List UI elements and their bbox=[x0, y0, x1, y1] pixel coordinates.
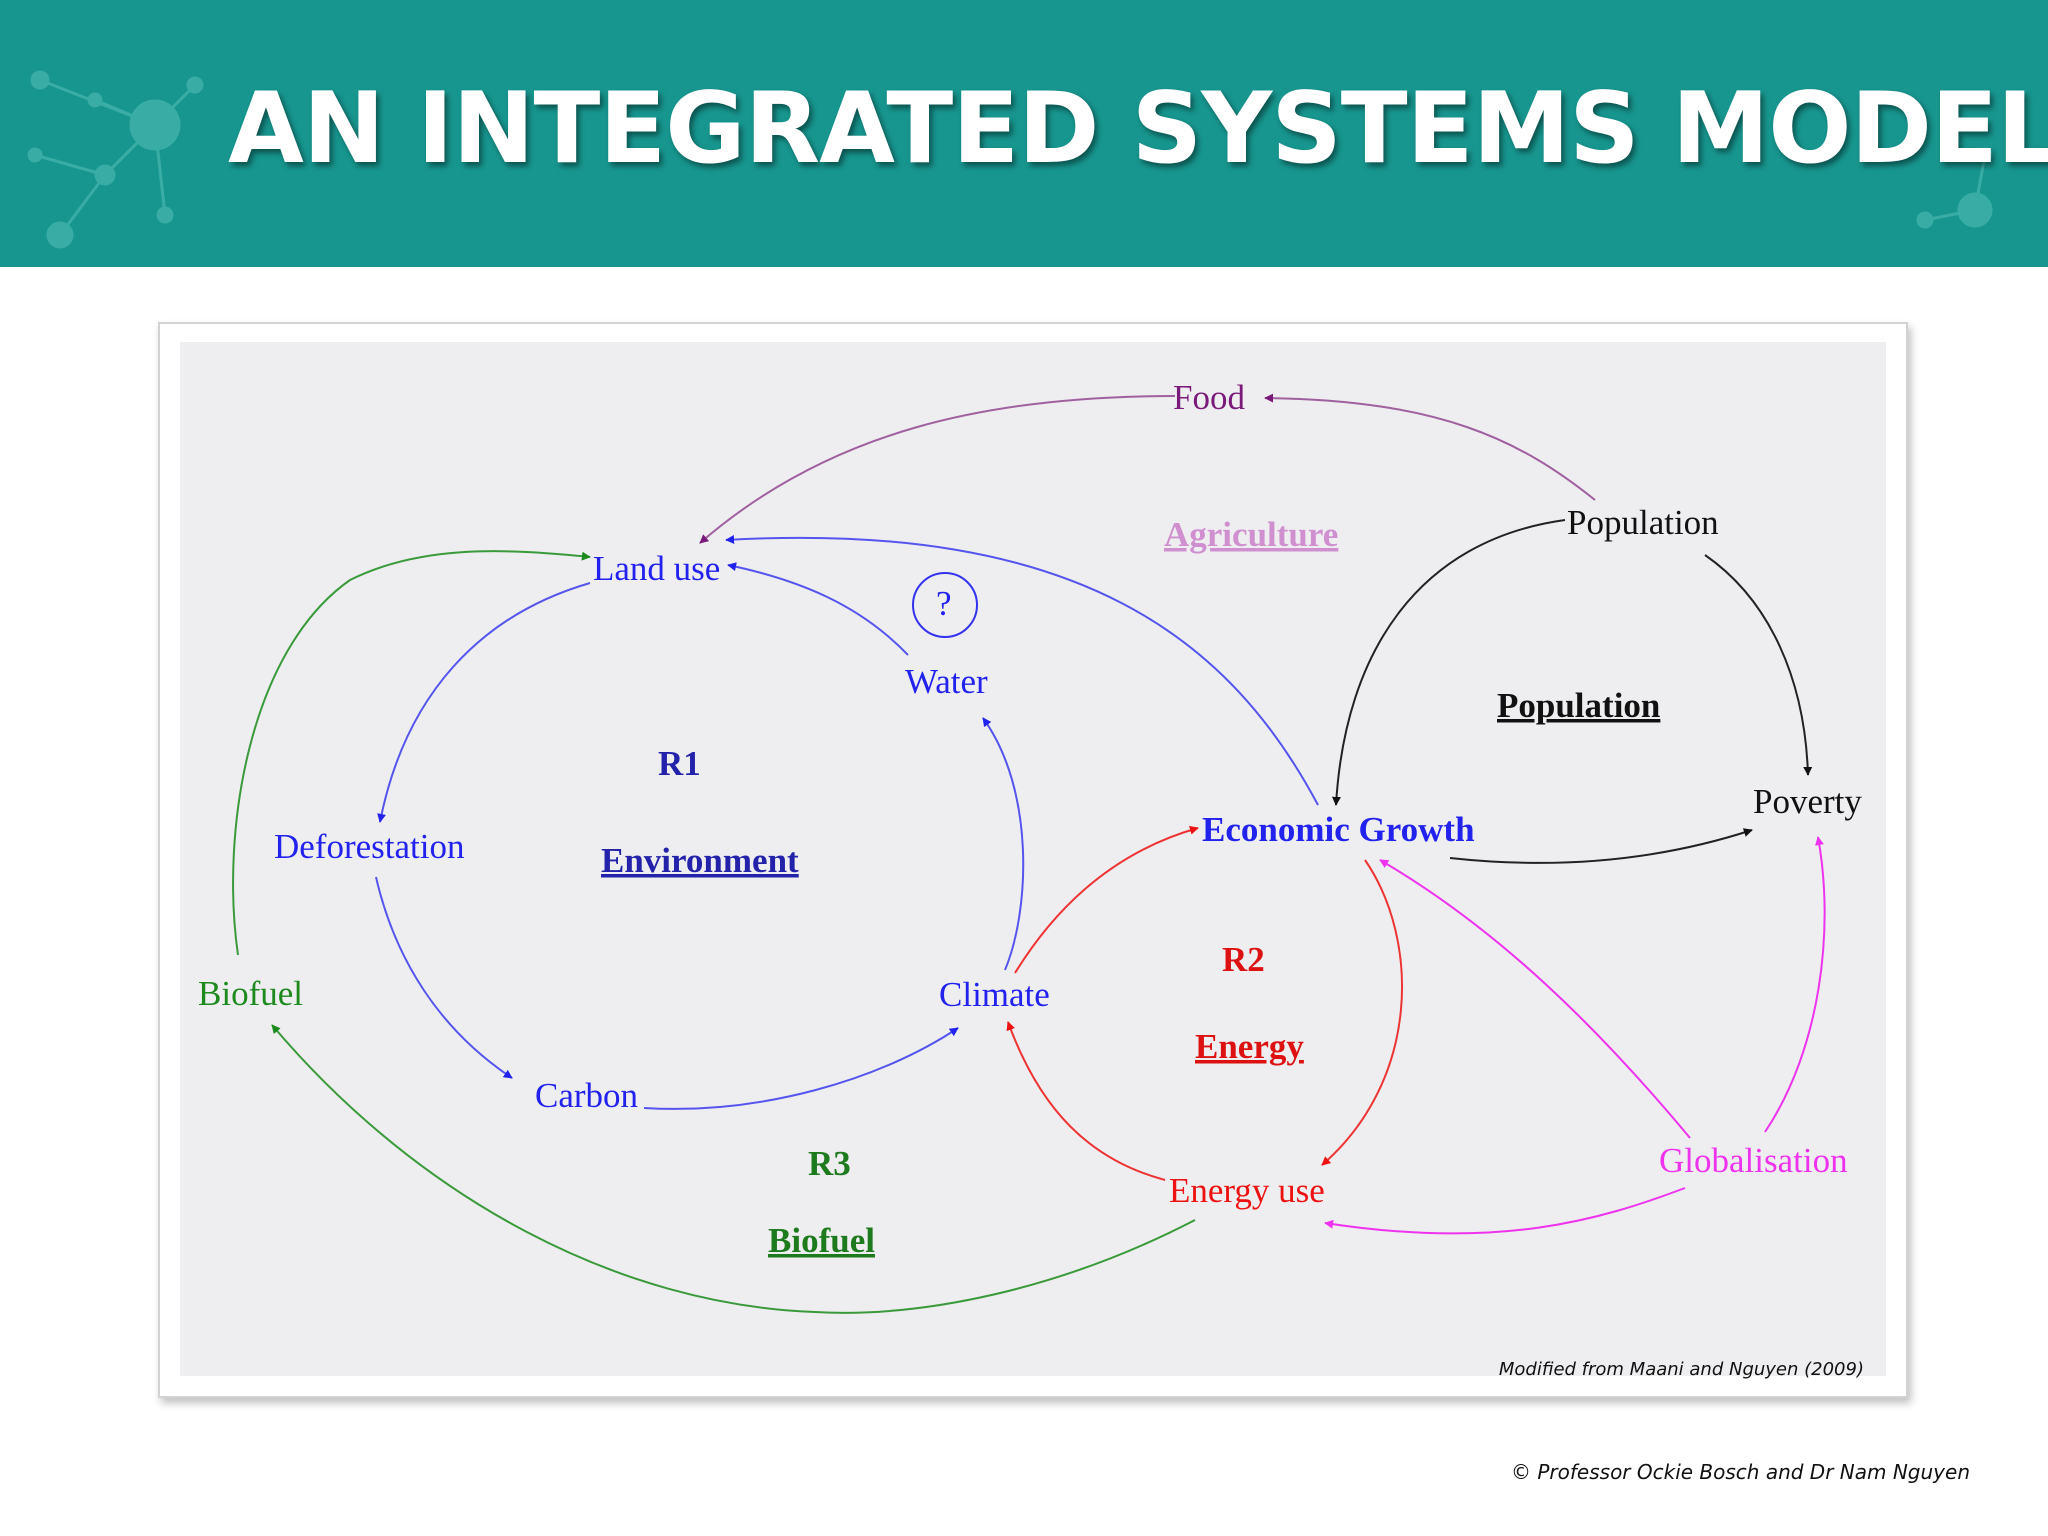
arrow-biofuel-land-use bbox=[232, 550, 591, 956]
node-biofuel: Biofuel bbox=[198, 974, 303, 1013]
question-circle bbox=[912, 572, 978, 638]
arrow-population-poverty bbox=[1704, 554, 1813, 776]
loop-r3-name: Biofuel bbox=[768, 1221, 875, 1260]
node-population: Population bbox=[1567, 503, 1719, 542]
slide-title: AN INTEGRATED SYSTEMS MODEL bbox=[228, 72, 2048, 186]
node-climate: Climate bbox=[939, 975, 1050, 1014]
arrow-climate-economic-growth bbox=[1014, 825, 1199, 974]
arrow-deforestation-carbon bbox=[375, 876, 513, 1079]
diagram-panel bbox=[180, 342, 1886, 1376]
citation: Modified from Maani and Nguyen (2009) bbox=[1498, 1359, 1864, 1380]
node-question: ? bbox=[936, 584, 952, 623]
arrow-energy-use-biofuel bbox=[271, 1024, 1196, 1314]
node-economic-growth: Economic Growth bbox=[1202, 810, 1475, 849]
arrow-food-land-use bbox=[699, 395, 1176, 544]
arrow-population-food bbox=[1264, 393, 1596, 501]
copyright: © Professor Ockie Bosch and Dr Nam Nguye… bbox=[1511, 1460, 1970, 1484]
loop-population-name: Population bbox=[1497, 686, 1660, 725]
node-poverty: Poverty bbox=[1753, 782, 1862, 821]
arrow-globalisation-energy-use bbox=[1324, 1187, 1686, 1235]
node-carbon: Carbon bbox=[535, 1076, 638, 1115]
arrow-globalisation-poverty bbox=[1764, 836, 1826, 1133]
node-deforestation: Deforestation bbox=[274, 827, 464, 866]
arrow-water-land-use bbox=[727, 562, 909, 656]
arrow-economic-growth-land-use bbox=[725, 535, 1319, 806]
arrow-globalisation-economic-growth bbox=[1379, 859, 1691, 1139]
loop-agriculture-name: Agriculture bbox=[1164, 515, 1338, 554]
loop-r3-id: R3 bbox=[808, 1144, 851, 1183]
loop-r1-id: R1 bbox=[658, 744, 701, 783]
node-energy-use: Energy use bbox=[1169, 1171, 1325, 1210]
arrow-economic-growth-energy-use bbox=[1321, 859, 1403, 1166]
network-icon bbox=[27, 70, 1993, 249]
node-food: Food bbox=[1173, 378, 1245, 417]
arrow-energy-use-climate bbox=[1006, 1021, 1166, 1181]
arrow-climate-water bbox=[982, 717, 1025, 971]
arrow-population-economic-growth bbox=[1331, 519, 1566, 806]
arrow-economic-growth-poverty bbox=[1449, 828, 1753, 864]
loop-r2-name: Energy bbox=[1195, 1027, 1304, 1066]
node-globalisation: Globalisation bbox=[1659, 1141, 1848, 1180]
arrow-carbon-climate bbox=[643, 1027, 959, 1110]
loop-r1-name: Environment bbox=[601, 841, 799, 880]
loop-r2-id: R2 bbox=[1222, 940, 1265, 979]
header-banner: AN INTEGRATED SYSTEMS MODEL bbox=[0, 0, 2048, 267]
node-land-use: Land use bbox=[593, 549, 720, 588]
arrow-land-use-deforestation bbox=[377, 582, 591, 823]
node-water: Water bbox=[905, 662, 988, 701]
